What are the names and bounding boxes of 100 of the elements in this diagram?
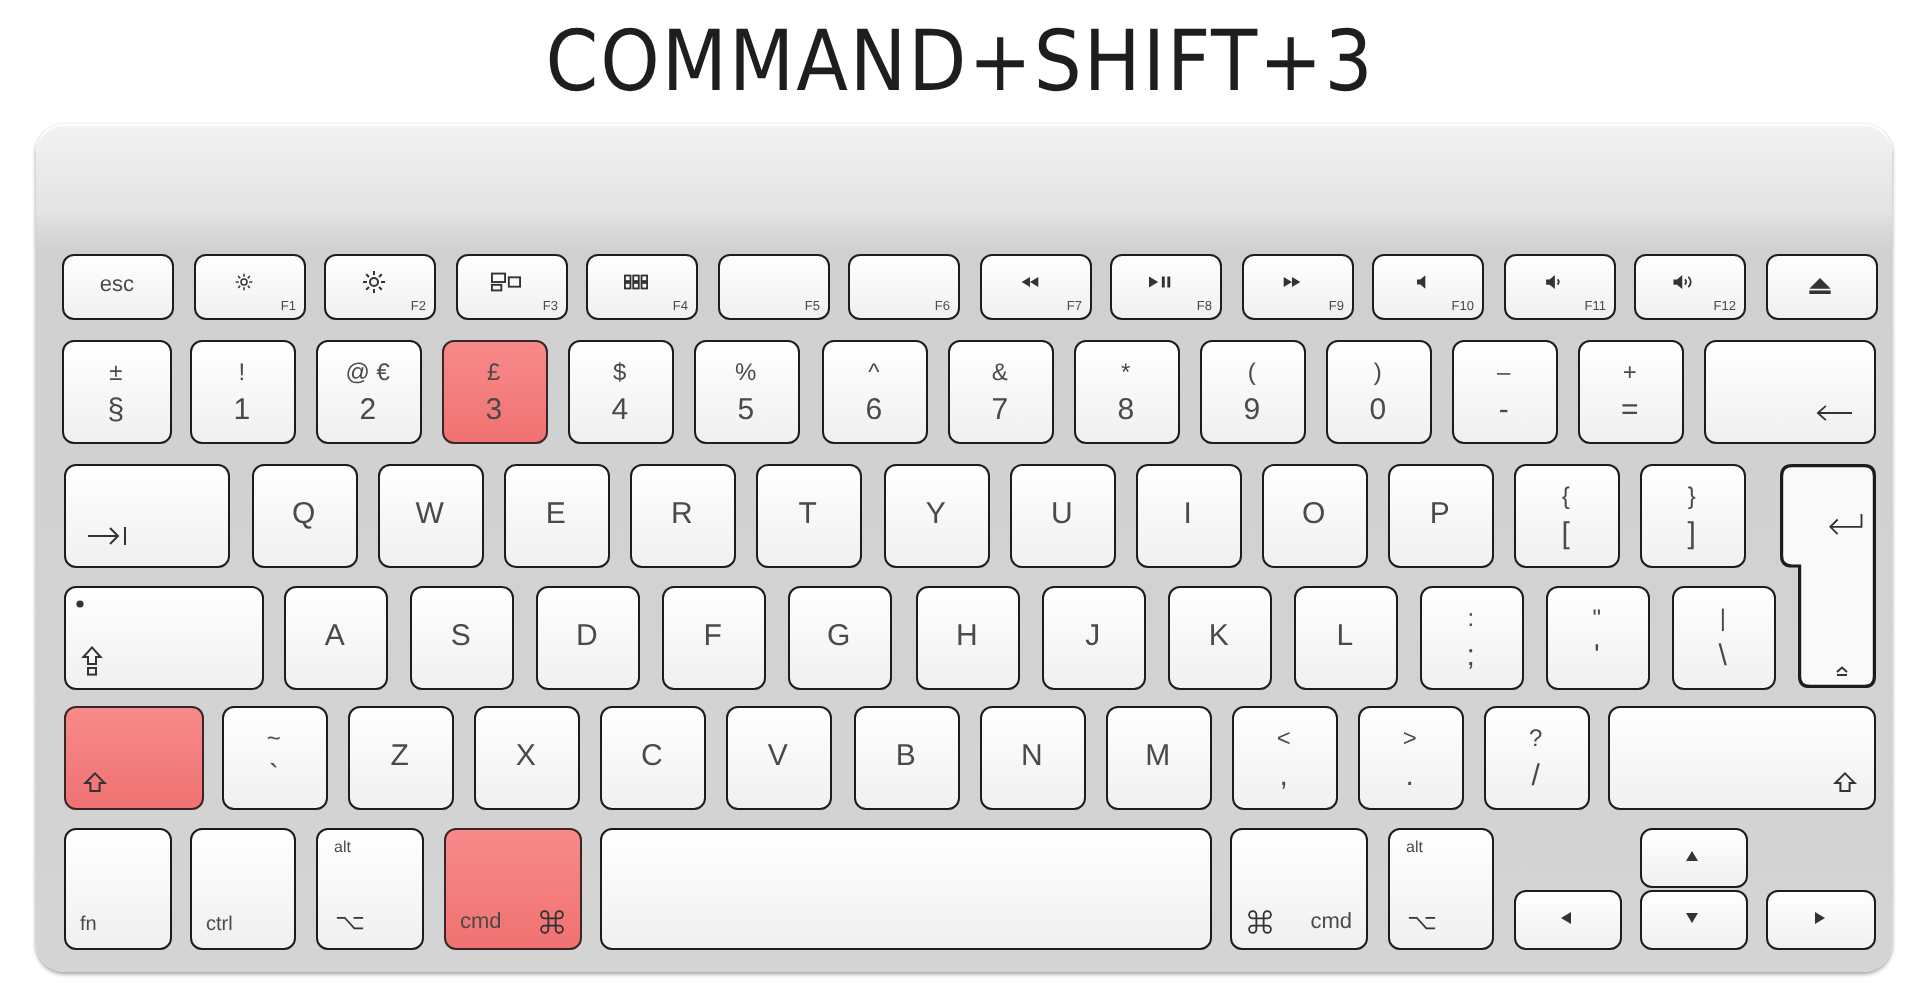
key-label: X (515, 741, 536, 772)
key-label: ± (109, 359, 123, 384)
key-label: 5 (737, 395, 755, 426)
keyboard-key (222, 706, 328, 810)
keyboard-key (1514, 464, 1620, 568)
keyboard-key (1640, 890, 1748, 950)
keyboard-key (252, 464, 358, 568)
keyboard-key (718, 254, 830, 320)
key-label: \ (1718, 641, 1727, 672)
key-label: ` (268, 761, 279, 792)
keyboard-key (1326, 340, 1432, 444)
keyboard-key (586, 254, 698, 320)
key-label: 9 (1243, 395, 1261, 426)
key-label: 3 (485, 395, 503, 426)
key-label: ? (1529, 725, 1543, 750)
key-label: F (703, 621, 722, 652)
key-label: D (575, 621, 598, 652)
keyboard-key (822, 340, 928, 444)
key-label: E (545, 499, 566, 530)
key-label: ) (1373, 359, 1382, 384)
key-label: { (1561, 483, 1570, 508)
key-label: ; (1466, 641, 1475, 672)
key-label: N (1020, 741, 1043, 772)
key-label: fn (80, 916, 97, 936)
keyboard-key (1608, 706, 1876, 810)
keyboard-key (1420, 586, 1524, 690)
keyboard-key (504, 464, 610, 568)
keyboard-key (64, 706, 204, 810)
keyboard-key (1106, 706, 1212, 810)
key-label: C (640, 741, 663, 772)
keyboard-key (1640, 464, 1746, 568)
key-label: alt (1406, 840, 1423, 856)
keyboard-key (64, 464, 230, 568)
keyboard-key (348, 706, 454, 810)
key-label: 4 (611, 395, 629, 426)
keyboard-key (1200, 340, 1306, 444)
keyboard-key (726, 706, 832, 810)
key-label: > (1402, 725, 1417, 750)
keyboard-key (190, 340, 296, 444)
key-label: | (1719, 605, 1726, 630)
keyboard-key (1388, 828, 1494, 950)
key-label: " (1592, 605, 1602, 630)
space-bar (600, 828, 1212, 950)
title: COMMAND+SHIFT+3 (545, 20, 1375, 104)
key-label: § (107, 395, 125, 426)
key-label: % (735, 359, 757, 384)
key-label: – (1497, 359, 1511, 384)
key-label: Q (292, 499, 316, 530)
key-label: £ (487, 359, 501, 384)
keyboard-key (1358, 706, 1464, 810)
key-label: 1 (233, 395, 251, 426)
keyboard-key (62, 340, 172, 444)
keyboard-key (316, 340, 422, 444)
keyboard-key (948, 340, 1054, 444)
keyboard-key (64, 586, 264, 690)
keyboard-key (1372, 254, 1484, 320)
keyboard-key (694, 340, 800, 444)
key-label: 0 (1369, 395, 1387, 426)
keyboard-key (1232, 706, 1338, 810)
key-label: + (1622, 359, 1637, 384)
key-label: ctrl (206, 916, 233, 936)
keyboard-key (568, 340, 674, 444)
keyboard-key (378, 464, 484, 568)
keyboard-key (1766, 890, 1876, 950)
keyboard-key (1136, 464, 1242, 568)
key-label: 6 (865, 395, 883, 426)
key-label: @ € (345, 359, 390, 384)
keyboard-key (62, 254, 174, 320)
keyboard-key (854, 706, 960, 810)
keyboard-key (316, 828, 424, 950)
keyboard-key (324, 254, 436, 320)
keyboard-key (1242, 254, 1354, 320)
keyboard-key (884, 464, 990, 568)
keyboard-key (1672, 586, 1776, 690)
key-label: O (1302, 499, 1326, 530)
keyboard-key (1484, 706, 1590, 810)
keyboard-key (1110, 254, 1222, 320)
keyboard-key (190, 828, 296, 950)
keyboard-key (1546, 586, 1650, 690)
key-label: ! (238, 359, 246, 384)
key-label: - (1498, 395, 1509, 426)
key-label: / (1531, 761, 1540, 792)
key-label: G (827, 621, 851, 652)
keyboard-key (1168, 586, 1272, 690)
key-label: Z (390, 741, 409, 772)
key-label: U (1050, 499, 1073, 530)
keyboard-key (1042, 586, 1146, 690)
key-label: V (767, 741, 788, 772)
keyboard-key (442, 340, 548, 444)
key-label: J (1085, 621, 1101, 652)
key-label: L (1336, 621, 1354, 652)
keyboard-key (1074, 340, 1180, 444)
key-label: R (670, 499, 693, 530)
key-label: I (1183, 499, 1192, 530)
keyboard-key (1230, 828, 1368, 950)
key-label: cmd (1310, 912, 1352, 934)
key-label: W (415, 499, 444, 530)
key-label: 7 (991, 395, 1009, 426)
keyboard-key (284, 586, 388, 690)
key-label: 2 (359, 395, 377, 426)
